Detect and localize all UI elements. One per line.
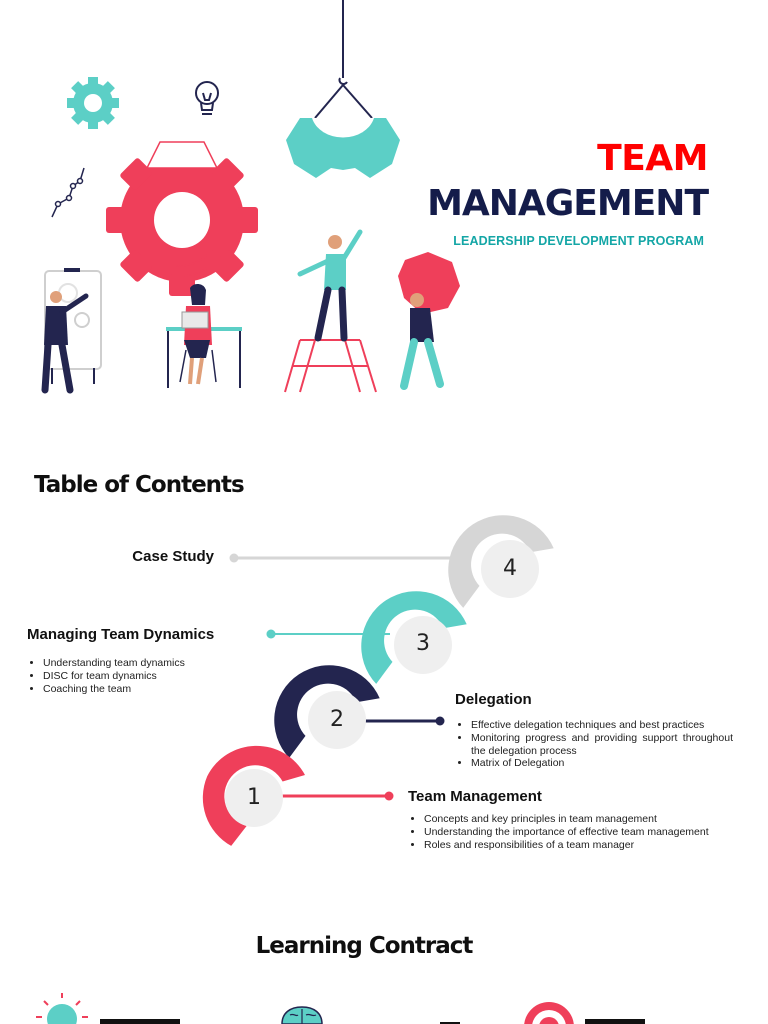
learning-contract-icons xyxy=(36,993,645,1024)
toc-bullets-team-dynamics: Understanding team dynamics DISC for tea… xyxy=(27,657,263,695)
bullet-item: Matrix of Delegation xyxy=(471,757,733,770)
toc-bullets-delegation: Effective delegation techniques and best… xyxy=(455,719,733,770)
toc-heading-team-management: Team Management xyxy=(408,788,542,805)
crane-hook-icon xyxy=(286,0,400,178)
connector-2-dot xyxy=(435,716,445,726)
connector-4-dot xyxy=(229,553,239,563)
toc-heading-team-dynamics: Managing Team Dynamics xyxy=(27,626,215,643)
bullet-item: Roles and responsibilities of a team man… xyxy=(424,839,744,852)
step-circle-4 xyxy=(481,540,539,598)
toc-heading-case-study: Case Study xyxy=(132,548,214,565)
bullet-item: DISC for team dynamics xyxy=(43,670,263,683)
person-carrying-illustration xyxy=(398,252,460,390)
bullet-item: Effective delegation techniques and best… xyxy=(471,719,733,732)
step-arc-1 xyxy=(202,745,305,846)
title-line-2: MANAGEMENT xyxy=(427,183,709,224)
bullet-item: Coaching the team xyxy=(43,683,263,696)
step-circle-2 xyxy=(308,691,366,749)
brain-icon xyxy=(281,1006,323,1024)
step-number-4: 4 xyxy=(503,556,517,581)
bullet-item: Monitoring progress and providing suppor… xyxy=(471,732,733,758)
step-circle-1 xyxy=(225,769,283,827)
subtitle: LEADERSHIP DEVELOPMENT PROGRAM xyxy=(453,234,704,248)
step-number-3: 3 xyxy=(416,631,430,656)
person-desk-illustration xyxy=(166,283,242,388)
title-line-1: TEAM xyxy=(597,138,708,179)
person-whiteboard-illustration xyxy=(41,268,102,394)
lightbulb-icon xyxy=(36,993,88,1024)
label-fragment xyxy=(585,1019,645,1024)
small-gear-icon xyxy=(67,77,119,129)
target-icon xyxy=(524,1002,574,1024)
step-number-1: 1 xyxy=(247,785,261,810)
person-ladder-illustration xyxy=(284,229,377,393)
lightbulb-icon xyxy=(195,81,219,115)
connector-1-dot xyxy=(384,791,394,801)
toc-title: Table of Contents xyxy=(34,472,245,498)
hero-illustration xyxy=(41,0,460,394)
step-circle-3 xyxy=(394,616,452,674)
label-fragment xyxy=(100,1019,180,1024)
large-gear-icon xyxy=(106,141,258,296)
learning-contract-title: Learning Contract xyxy=(255,933,474,959)
step-arc-4 xyxy=(448,515,554,608)
growth-line-icon xyxy=(51,167,85,218)
bullet-item: Understanding team dynamics xyxy=(43,657,263,670)
bullet-item: Understanding the importance of effectiv… xyxy=(424,826,744,839)
toc-bullets-team-management: Concepts and key principles in team mana… xyxy=(408,813,744,851)
label-fragment xyxy=(440,1022,460,1024)
step-arc-2 xyxy=(274,665,380,758)
step-arc-3 xyxy=(361,591,467,684)
toc-heading-delegation: Delegation xyxy=(455,691,532,708)
connector-3-dot xyxy=(266,629,276,639)
bullet-item: Concepts and key principles in team mana… xyxy=(424,813,744,826)
step-number-2: 2 xyxy=(330,707,344,732)
